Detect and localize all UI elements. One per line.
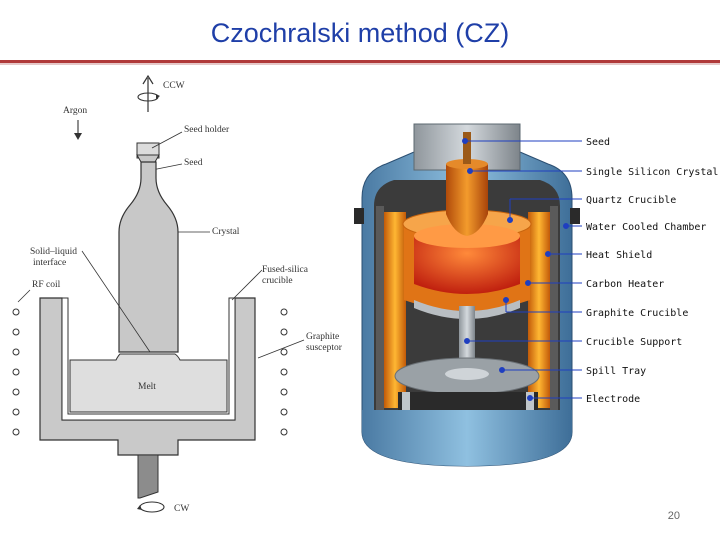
argon-flow-arrow-icon [74, 120, 82, 140]
rf-coil-right [280, 308, 288, 436]
ccw-rotation-icon [137, 74, 160, 112]
label-carbon-heater: Carbon Heater [586, 279, 664, 290]
leader-lines [462, 138, 582, 401]
label-fused-silica: Fused-silica [262, 265, 309, 275]
label-electrode: Electrode [586, 394, 640, 405]
slide-title: Czochralski method (CZ) [210, 18, 510, 48]
heat-shield-right [550, 206, 558, 410]
label-melt: Melt [138, 382, 156, 392]
label-crystal: Crystal [212, 227, 240, 237]
label-susceptor: susceptor [306, 343, 343, 353]
label-quartz-crucible: Quartz Crucible [586, 195, 676, 206]
label-seed: Seed [184, 158, 203, 168]
seed [463, 132, 471, 164]
label-heat-shield: Heat Shield [586, 250, 652, 261]
label-crucible-support: Crucible Support [586, 337, 682, 348]
single-silicon-crystal [446, 164, 488, 236]
label-single-silicon-crystal: Single Silicon Crystal [586, 167, 718, 178]
melt [69, 353, 228, 413]
bottom-shaft [137, 454, 159, 499]
rf-coil-left [12, 308, 20, 436]
label-graphite: Graphite [306, 332, 339, 342]
title-divider [0, 60, 720, 63]
silicon-melt [414, 236, 520, 294]
label-water-cooled-chamber: Water Cooled Chamber [586, 222, 706, 233]
fused-silica-crucible [61, 297, 236, 421]
label-solid-liquid: Solid–liquid [30, 247, 77, 257]
label-ccw: CCW [163, 81, 185, 91]
label-seed-right: Seed [586, 137, 610, 148]
heat-shield-left [376, 206, 384, 410]
carbon-heater-left [384, 212, 406, 408]
electrode-left [402, 392, 410, 410]
crystal [118, 161, 179, 353]
label-crucible: crucible [262, 276, 293, 286]
label-cw: CW [174, 504, 189, 514]
label-spill-tray: Spill Tray [586, 366, 646, 377]
label-rf-coil: RF coil [32, 280, 61, 290]
label-graphite-crucible: Graphite Crucible [586, 308, 688, 319]
page-number: 20 [667, 510, 680, 522]
label-seed-holder: Seed holder [184, 125, 230, 135]
label-interface: interface [33, 257, 66, 268]
label-argon: Argon [63, 106, 87, 116]
carbon-heater-right [528, 212, 550, 408]
cw-rotation-icon [137, 501, 165, 513]
title-divider-shadow [0, 63, 720, 65]
